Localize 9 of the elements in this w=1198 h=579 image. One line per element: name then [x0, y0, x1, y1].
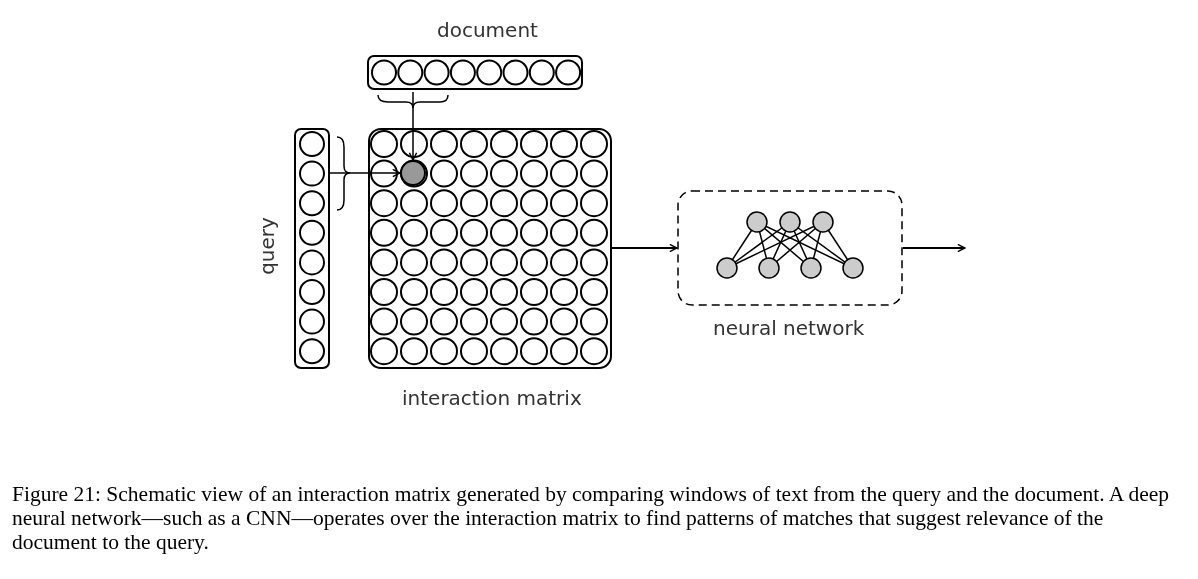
network-label: neural network: [713, 316, 865, 340]
arrow: [611, 243, 678, 253]
vector-label: query: [254, 217, 279, 275]
arrow: [329, 168, 401, 178]
vector-label: document: [437, 18, 538, 42]
arrow: [408, 91, 418, 161]
figure-caption: Figure 21: Schematic view of an interaction matrix generated by comparing windows of text from the query and the document. A deep neural network—such as a CNN—operates over the interaction matrix to find patterns of matches that suggest relevance of the document to the query.: [12, 482, 1171, 554]
arrow: [902, 243, 966, 253]
matrix-label: interaction matrix: [402, 386, 582, 410]
